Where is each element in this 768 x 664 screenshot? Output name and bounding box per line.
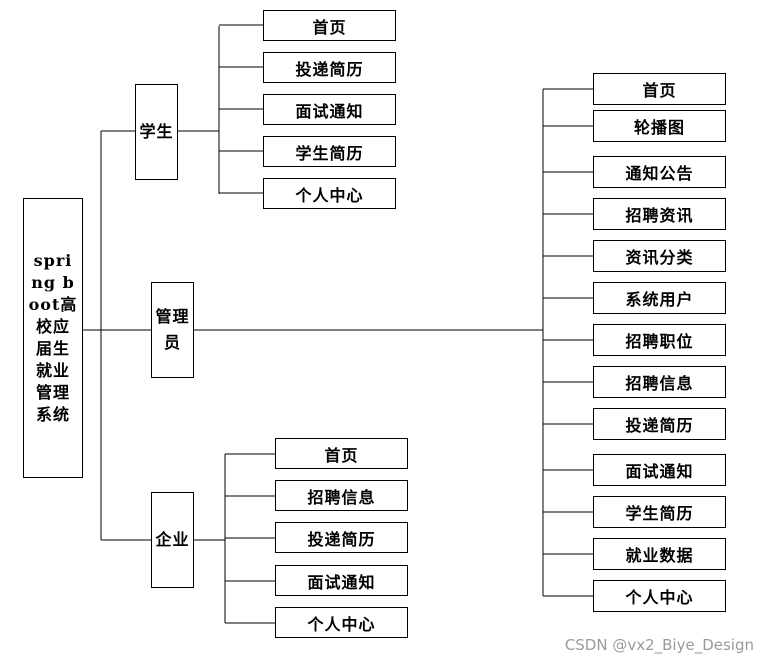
- role-node-student: 学生: [135, 84, 178, 180]
- leaf-label: 首页: [312, 17, 347, 37]
- leaf-company-4: 个人中心: [275, 607, 408, 638]
- leaf-label: 就业数据: [625, 546, 694, 565]
- root-node: spring boot高校应届生就业管理系统: [23, 198, 83, 478]
- leaf-label: 招聘资讯: [625, 206, 694, 225]
- leaf-company-0: 首页: [275, 438, 408, 469]
- leaf-label: 资讯分类: [625, 248, 694, 267]
- leaf-company-1: 招聘信息: [275, 480, 408, 511]
- leaf-admin-11: 就业数据: [593, 538, 726, 570]
- leaf-admin-0: 首页: [593, 73, 726, 105]
- leaf-admin-12: 个人中心: [593, 580, 726, 612]
- leaf-label: 招聘职位: [625, 332, 694, 351]
- role-node-admin: 管理员: [151, 282, 194, 378]
- leaf-admin-10: 学生简历: [593, 496, 726, 528]
- root-label: spring boot高校应届生就业管理系统: [28, 251, 78, 424]
- leaf-label: 首页: [324, 445, 359, 465]
- leaf-admin-1: 轮播图: [593, 110, 726, 142]
- leaf-admin-3: 招聘资讯: [593, 198, 726, 230]
- leaf-company-3: 面试通知: [275, 565, 408, 596]
- leaf-label: 个人中心: [307, 614, 376, 634]
- leaf-label: 面试通知: [307, 572, 376, 592]
- leaf-student-1: 投递简历: [263, 52, 396, 83]
- role-node-company: 企业: [151, 492, 194, 588]
- leaf-label: 投递简历: [295, 59, 364, 79]
- leaf-label: 通知公告: [625, 164, 694, 183]
- leaf-label: 首页: [642, 81, 677, 100]
- leaf-label: 面试通知: [295, 101, 364, 121]
- leaf-student-2: 面试通知: [263, 94, 396, 125]
- leaf-admin-7: 招聘信息: [593, 366, 726, 398]
- leaf-label: 学生简历: [295, 143, 364, 163]
- leaf-admin-6: 招聘职位: [593, 324, 726, 356]
- leaf-label: 招聘信息: [625, 374, 694, 393]
- leaf-admin-9: 面试通知: [593, 454, 726, 486]
- role-label-admin: 管理员: [155, 307, 190, 352]
- leaf-admin-5: 系统用户: [593, 282, 726, 314]
- leaf-student-3: 学生简历: [263, 136, 396, 167]
- leaf-label: 投递简历: [307, 529, 376, 549]
- watermark: CSDN @vx2_Biye_Design: [564, 636, 754, 654]
- leaf-label: 投递简历: [625, 416, 694, 435]
- leaf-company-2: 投递简历: [275, 522, 408, 553]
- leaf-label: 轮播图: [633, 118, 685, 137]
- role-label-student: 学生: [139, 122, 174, 141]
- leaf-label: 面试通知: [625, 462, 694, 481]
- leaf-label: 系统用户: [625, 290, 694, 309]
- leaf-label: 个人中心: [295, 185, 364, 205]
- leaf-label: 招聘信息: [307, 487, 376, 507]
- leaf-admin-4: 资讯分类: [593, 240, 726, 272]
- leaf-student-0: 首页: [263, 10, 396, 41]
- leaf-label: 个人中心: [625, 588, 694, 607]
- leaf-label: 学生简历: [625, 504, 694, 523]
- leaf-admin-2: 通知公告: [593, 156, 726, 188]
- leaf-student-4: 个人中心: [263, 178, 396, 209]
- leaf-admin-8: 投递简历: [593, 408, 726, 440]
- role-label-company: 企业: [155, 530, 190, 549]
